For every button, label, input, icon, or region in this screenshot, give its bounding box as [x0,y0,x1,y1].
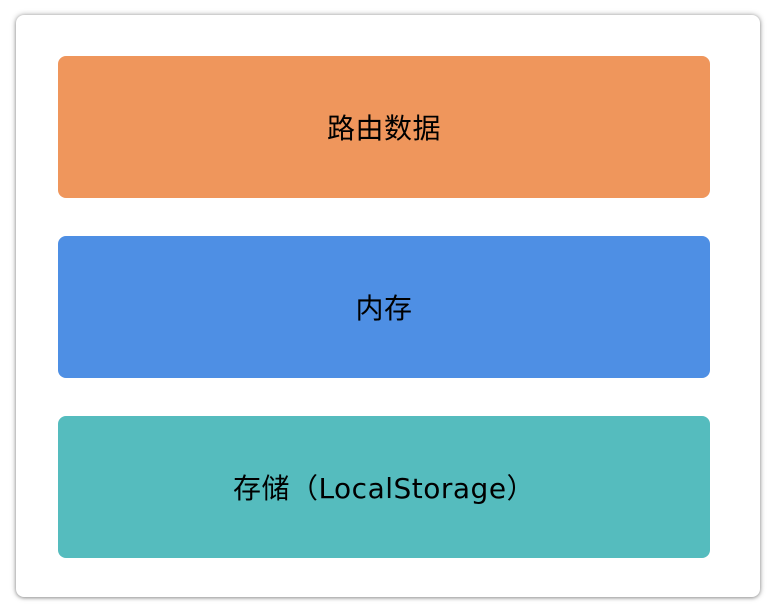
storage-label: 存储（LocalStorage） [232,472,536,505]
route-data-label: 路由数据 [326,112,441,145]
storage-block: 存储（LocalStorage） [58,416,710,558]
memory-label: 内存 [355,292,413,325]
memory-block: 内存 [58,236,710,378]
route-data-block: 路由数据 [58,56,710,198]
